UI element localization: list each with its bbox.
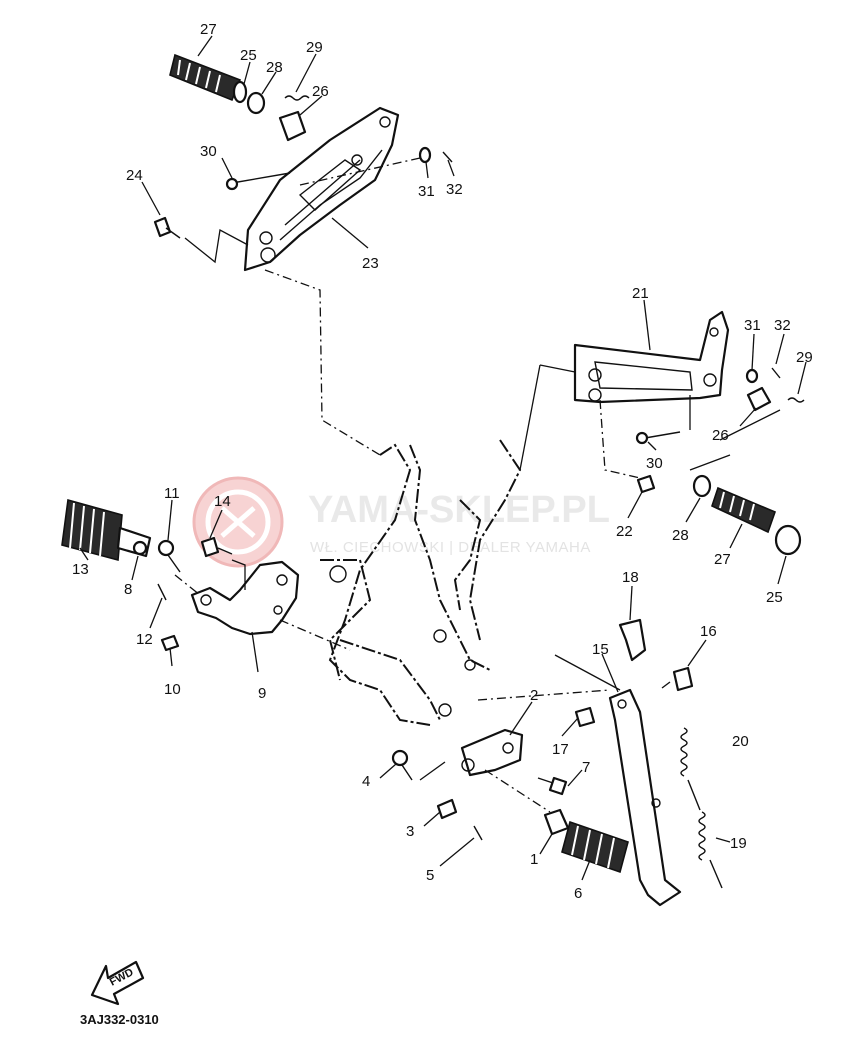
washer-28-upper: [246, 91, 266, 115]
bolt-22: [636, 474, 656, 494]
callout-19: 19: [730, 835, 747, 852]
callout-13: 13: [72, 561, 89, 578]
spring-29-right: [787, 397, 805, 403]
pin-25-lower: [774, 524, 802, 556]
callout-12: 12: [136, 631, 153, 648]
pin-8: [132, 540, 148, 556]
cotter-pin-5: [473, 825, 483, 841]
nut-17: [574, 706, 596, 728]
pin-11: [157, 539, 181, 573]
callout-29-right: 29: [796, 349, 813, 366]
footrest-bracket-9: [190, 560, 300, 636]
watermark-subtitle: WŁ. CIECHOWSKI | DEALER YAMAHA: [310, 539, 591, 556]
callout-18: 18: [622, 569, 639, 586]
callout-15: 15: [592, 641, 609, 658]
bolt-14: [200, 536, 233, 558]
callout-16: 16: [700, 623, 717, 640]
front-footrest-bracket-2: [460, 728, 524, 777]
callout-27-upper: 27: [200, 21, 217, 38]
pin-30-right: [635, 431, 681, 445]
footrest-27-upper: [169, 53, 248, 104]
callout-30-right: 30: [646, 455, 663, 472]
callout-25-right: 25: [766, 589, 783, 606]
washer-31-right: [745, 368, 759, 384]
sidestand-15: [608, 688, 682, 907]
cotter-pin-12: [157, 583, 167, 601]
rear-footrest-bracket-right: [573, 310, 730, 404]
callout-31-upper: 31: [418, 183, 435, 200]
callout-7: 7: [582, 759, 590, 776]
bolt-24: [153, 216, 181, 239]
callout-10: 10: [164, 681, 181, 698]
watermark-title: YAMA-SKLEP.PL: [308, 489, 610, 531]
callout-6: 6: [574, 885, 582, 902]
callout-9: 9: [258, 685, 266, 702]
watermark: YAMA-SKLEP.PL WŁ. CIECHOWSKI | DEALER YA…: [192, 476, 610, 568]
spring-3: [436, 798, 458, 820]
callout-3: 3: [406, 823, 414, 840]
callout-numbers: 27 25 28 29 26 30 31 32 24 23 21 31 32 2…: [72, 21, 813, 902]
callout-4: 4: [362, 773, 370, 790]
callout-17: 17: [552, 741, 569, 758]
spring-10: [160, 634, 180, 652]
spring-29-upper: [284, 95, 310, 101]
callout-31-right: 31: [744, 317, 761, 334]
callout-32-upper: 32: [446, 181, 463, 198]
callout-30-upper: 30: [200, 143, 217, 160]
front-footrest-right: [543, 808, 629, 874]
bolt-16: [661, 666, 694, 692]
pin-30-upper: [225, 172, 291, 191]
cotter-pin-32-right: [771, 367, 781, 379]
callout-11: 11: [164, 485, 180, 502]
callout-25-upper: 25: [240, 47, 257, 64]
callout-29-upper: 29: [306, 39, 323, 56]
bolt-7: [537, 776, 568, 796]
footrest-27-lower: [711, 486, 777, 534]
callout-23: 23: [362, 255, 379, 272]
callout-leaders: [79, 35, 807, 881]
front-footrest-left: [61, 498, 152, 562]
callout-8: 8: [124, 581, 132, 598]
callout-2: 2: [530, 687, 538, 704]
callout-26-right: 26: [712, 427, 729, 444]
callout-20: 20: [732, 733, 749, 750]
diagram-code: 3AJ332-0310: [80, 1012, 159, 1027]
callout-24: 24: [126, 167, 143, 184]
callout-28-right: 28: [672, 527, 689, 544]
frame-section: [320, 439, 522, 726]
callout-21: 21: [632, 285, 649, 302]
callout-14: 14: [214, 493, 231, 510]
callout-28-upper: 28: [266, 59, 283, 76]
plate-26-upper: [278, 110, 307, 142]
rear-footrest-bracket-left: [243, 106, 400, 272]
callout-1: 1: [530, 851, 538, 868]
callout-32-right: 32: [774, 317, 791, 334]
callout-22: 22: [616, 523, 633, 540]
cotter-pin-32-upper: [442, 151, 453, 163]
forward-arrow: FWD: [90, 960, 145, 1006]
washer-28-lower: [692, 474, 712, 498]
callout-5: 5: [426, 867, 434, 884]
callout-26-upper: 26: [312, 83, 329, 100]
pin-4: [391, 749, 413, 781]
plate-18: [618, 618, 647, 662]
washer-31-upper: [418, 146, 432, 164]
callout-27-right: 27: [714, 551, 731, 568]
plate-26-lower: [746, 386, 772, 412]
spring-19: [680, 727, 723, 889]
